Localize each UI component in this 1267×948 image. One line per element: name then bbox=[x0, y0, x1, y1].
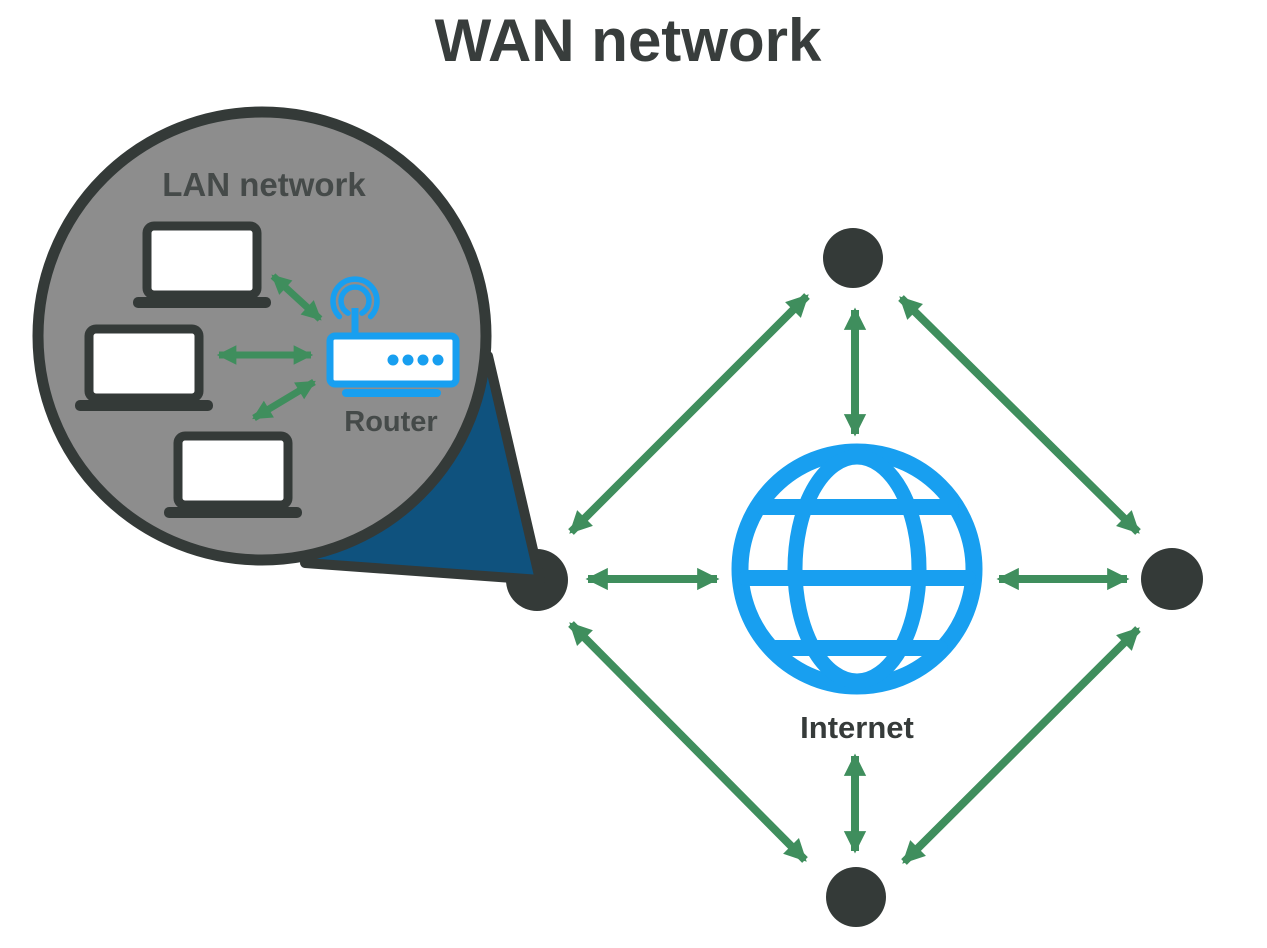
wan-node-top bbox=[823, 228, 883, 288]
laptop-icon-1 bbox=[133, 221, 271, 308]
wan-arrow-left-top bbox=[568, 293, 810, 535]
router-label: Router bbox=[344, 406, 437, 438]
laptop-2-base bbox=[75, 400, 213, 411]
router-leds bbox=[387, 354, 444, 366]
internet-globe-icon bbox=[731, 443, 983, 695]
wifi-signal-outer-arc-icon bbox=[330, 276, 380, 320]
lan-callout: LAN network bbox=[32, 106, 545, 585]
wan-node-right bbox=[1141, 548, 1203, 610]
wan-arrow-bottom-right bbox=[901, 626, 1141, 865]
router-led bbox=[387, 354, 399, 366]
router-led bbox=[432, 354, 444, 366]
wifi-signal-ring-icon bbox=[338, 284, 372, 316]
laptop-icon-3 bbox=[164, 431, 302, 518]
laptop-1-screen bbox=[142, 221, 262, 300]
lan-network-label: LAN network bbox=[162, 166, 366, 203]
page-title: WAN network bbox=[435, 7, 822, 74]
laptop-2-screen bbox=[84, 324, 204, 403]
router-led bbox=[402, 354, 414, 366]
laptop-3-base bbox=[164, 507, 302, 518]
wan-arrow-top-right bbox=[898, 295, 1141, 535]
laptop-3-screen bbox=[173, 431, 293, 510]
laptop-icon-2 bbox=[75, 324, 213, 411]
laptop-1-base bbox=[133, 297, 271, 308]
lan-arrow-laptop1-router bbox=[270, 273, 323, 322]
lan-arrows bbox=[216, 273, 323, 422]
lan-arrow-laptop3-router bbox=[252, 378, 316, 422]
router-icon bbox=[326, 276, 460, 397]
wan-node-bottom bbox=[826, 867, 886, 927]
globe-meridian bbox=[787, 449, 927, 689]
internet-label: Internet bbox=[800, 710, 914, 745]
wan-arrow-left-bottom bbox=[568, 621, 808, 863]
router-led bbox=[417, 354, 429, 366]
wan-arrows bbox=[568, 293, 1141, 865]
